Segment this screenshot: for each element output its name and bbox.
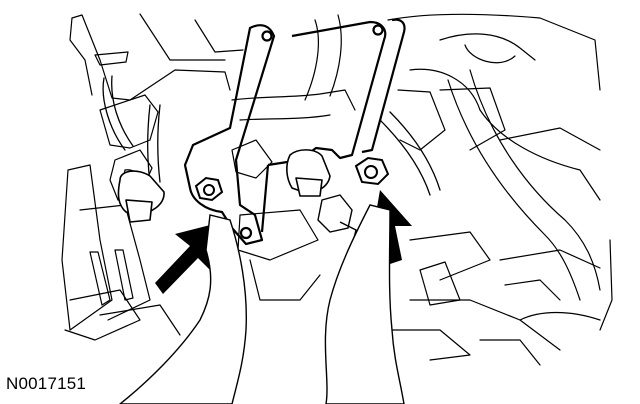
engine-background-lines <box>61 13 613 366</box>
bolt-left <box>194 176 224 202</box>
ignition-coils <box>117 149 331 223</box>
figure-id-label: N0017151 <box>6 374 87 393</box>
bolts <box>194 156 390 202</box>
arrow-left <box>155 222 222 294</box>
bolt-right <box>354 156 390 186</box>
mounting-bracket <box>183 18 406 246</box>
foreground-hoses <box>118 204 405 404</box>
